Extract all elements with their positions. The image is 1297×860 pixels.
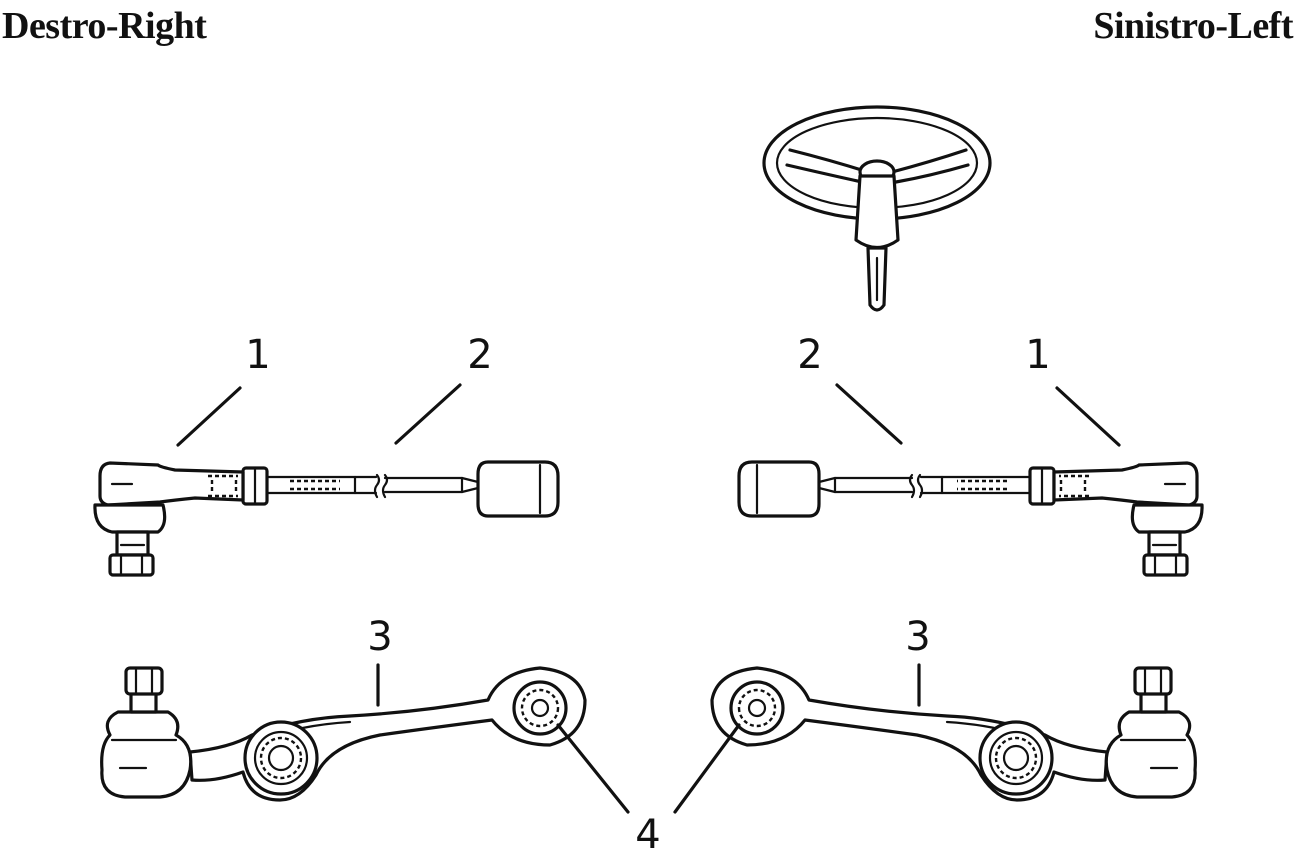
- callout-3-left: 3: [905, 614, 930, 660]
- callout-1-left: 1: [1025, 332, 1050, 378]
- control-arm-left: [673, 663, 1197, 814]
- callout-2-right: 2: [467, 332, 492, 378]
- steering-wheel: [762, 105, 992, 312]
- heading-right: Destro-Right: [2, 5, 207, 47]
- tie-rod-left: [737, 383, 1204, 577]
- control-arm-right: [100, 663, 630, 814]
- tie-rod-right: [93, 383, 560, 577]
- callout-3-right: 3: [367, 614, 392, 660]
- callout-4: 4: [635, 812, 660, 858]
- heading-left: Sinistro-Left: [1093, 5, 1293, 47]
- callout-2-left: 2: [797, 332, 822, 378]
- callout-1-right: 1: [245, 332, 270, 378]
